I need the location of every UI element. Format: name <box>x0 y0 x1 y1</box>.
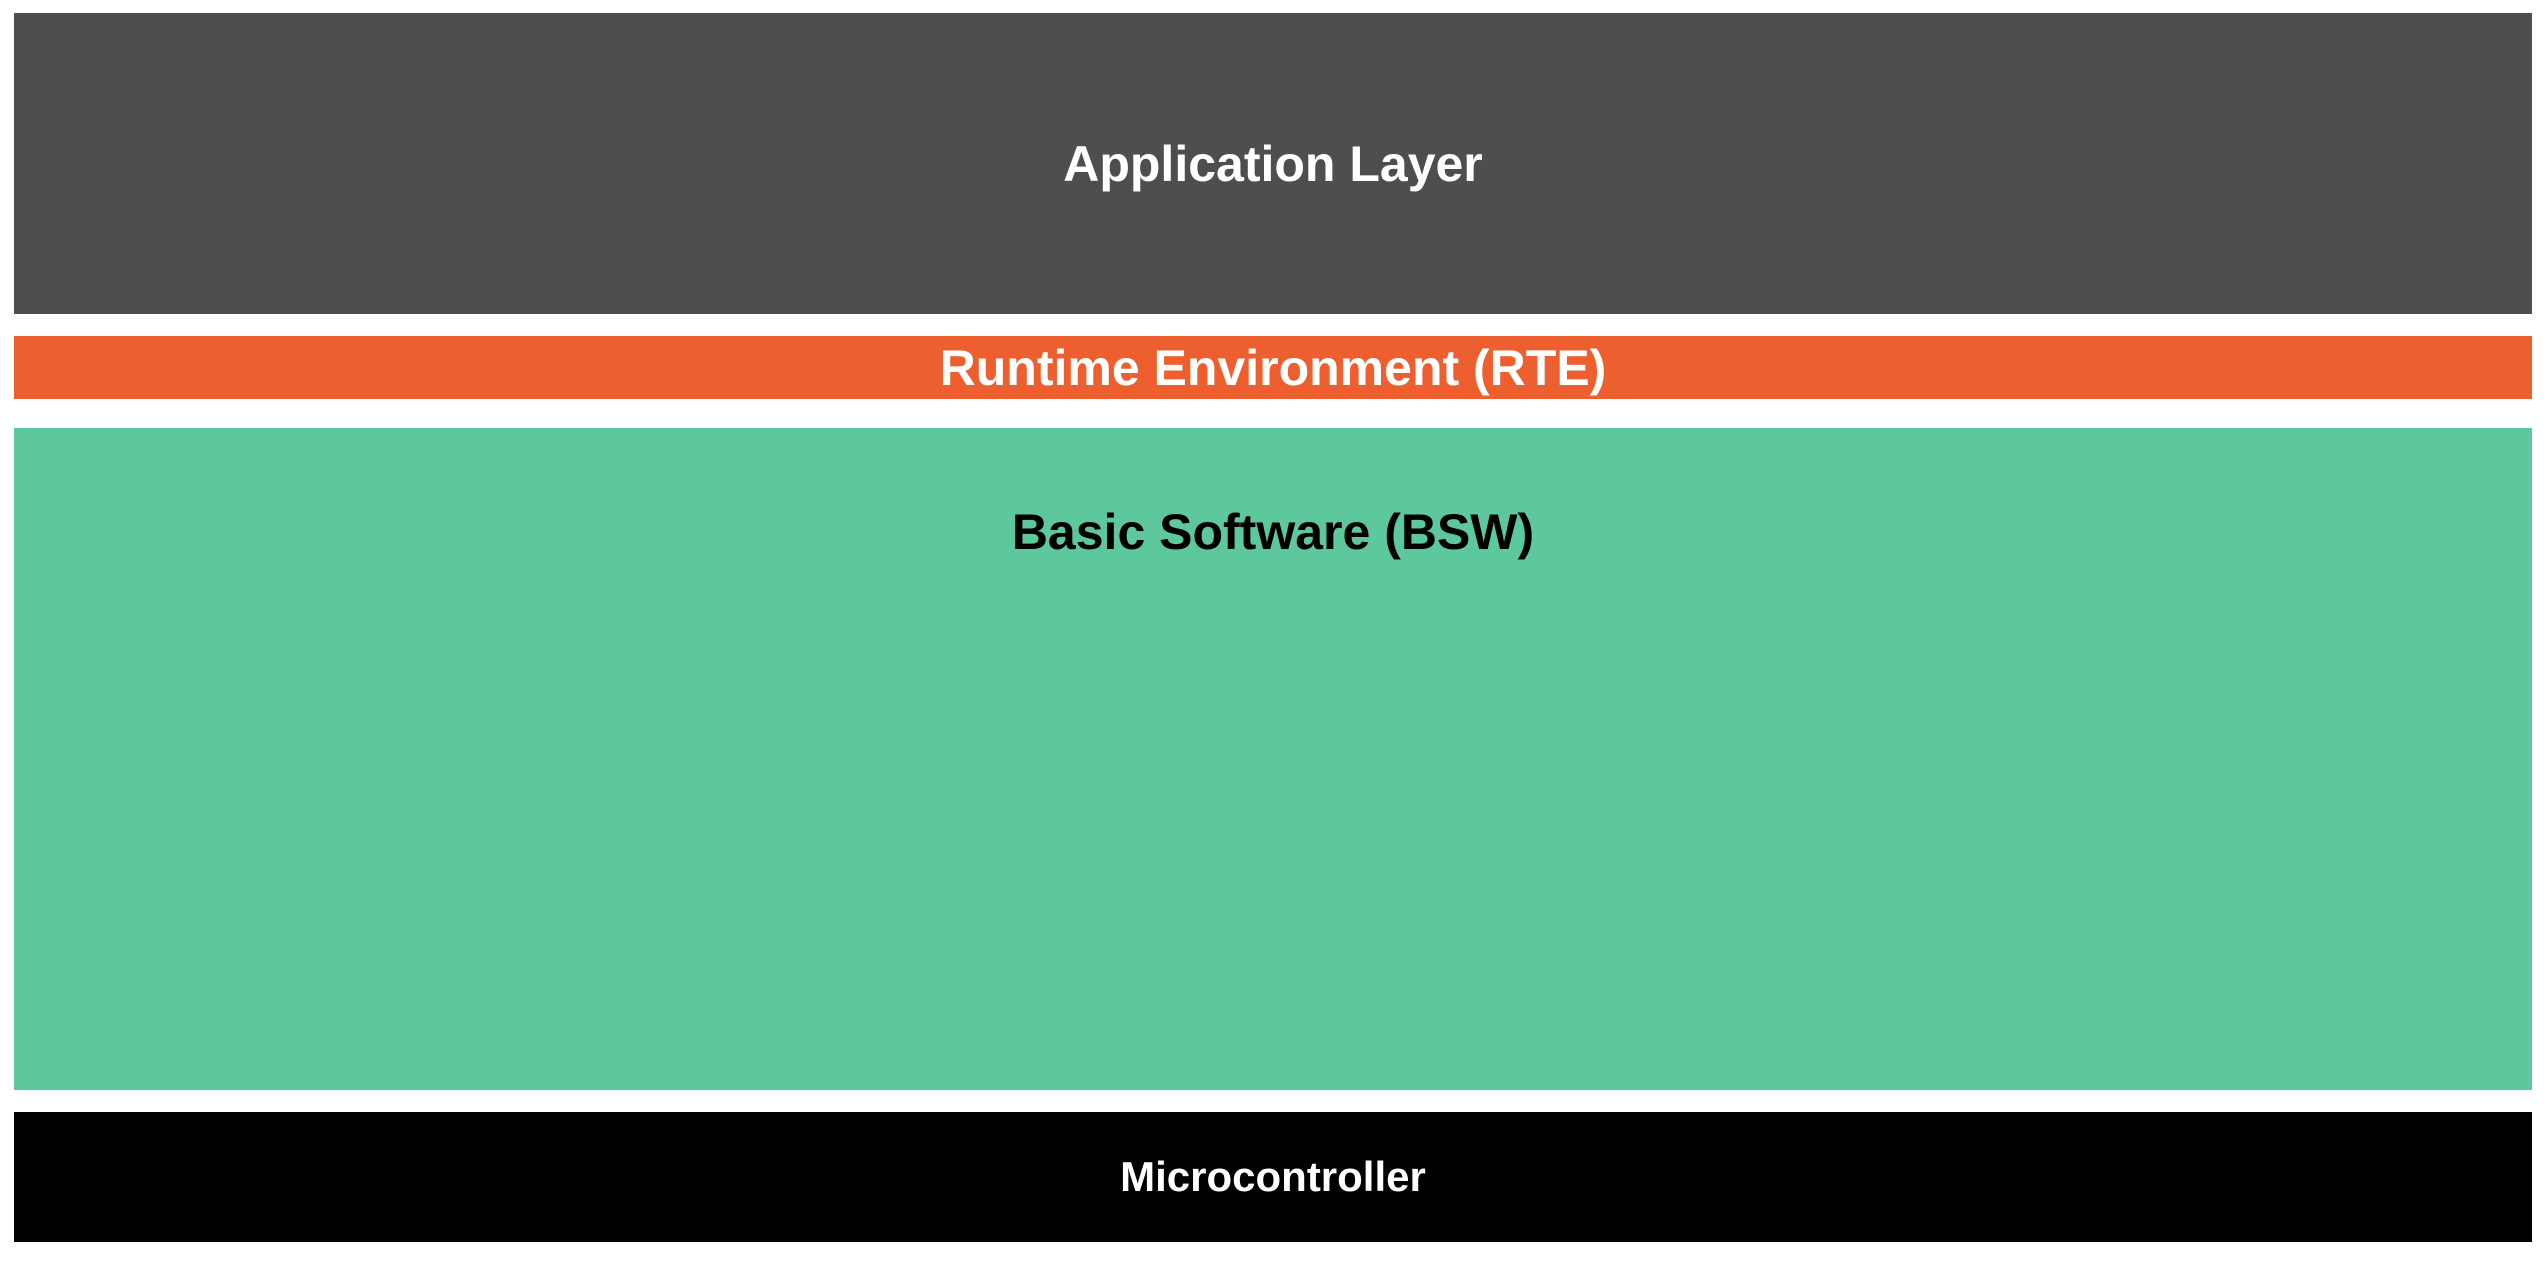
runtime-environment-label: Runtime Environment (RTE) <box>939 339 1607 396</box>
microcontroller-label: Microcontroller <box>1120 1153 1426 1200</box>
microcontroller-block: Microcontroller <box>14 1112 2532 1242</box>
basic-software-label: Basic Software (BSW) <box>1011 504 1535 560</box>
basic-software-block: Basic Software (BSW) <box>14 428 2532 1090</box>
application-layer-label: Application Layer <box>1063 135 1483 192</box>
runtime-environment-block: Runtime Environment (RTE) <box>14 336 2532 399</box>
application-layer-block: Application Layer <box>14 13 2532 314</box>
